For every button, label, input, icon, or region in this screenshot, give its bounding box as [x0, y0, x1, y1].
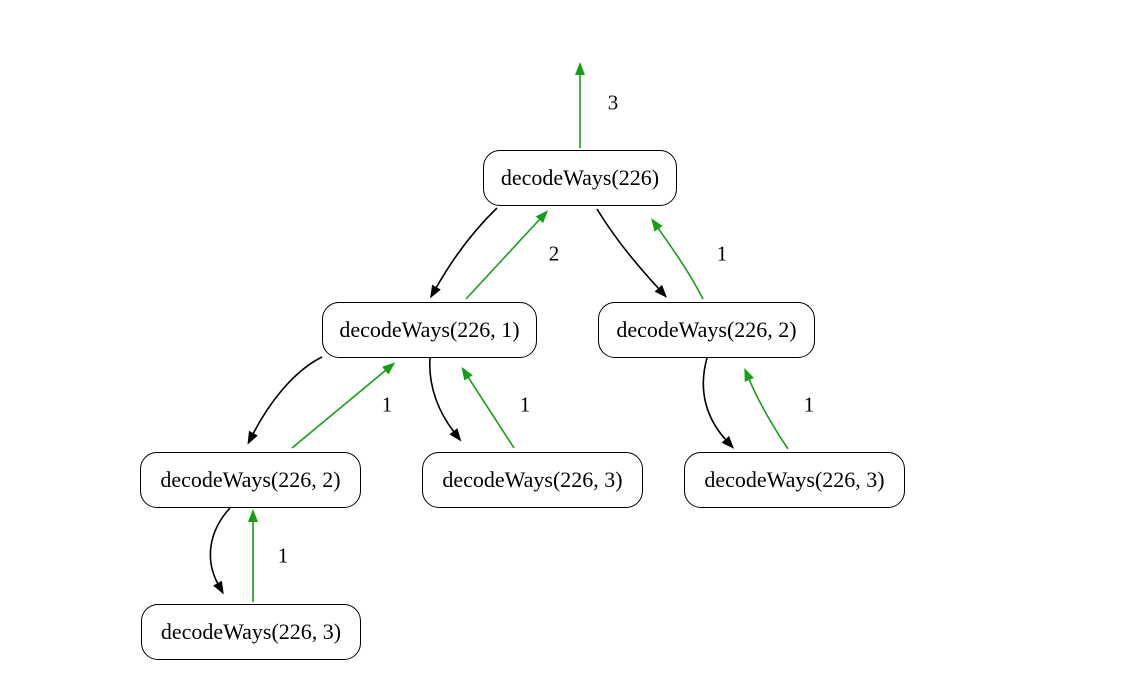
node-decodeways-226-1: decodeWays(226, 1): [322, 302, 537, 358]
call-edge-left-226-2-to-226-3: [209, 507, 231, 595]
call-edge-226-1-to-226-3: [429, 357, 462, 442]
return-edge-226-3-to-226-1: [461, 366, 515, 449]
edge-label-return-left-226-2: 1: [381, 392, 393, 417]
return-edge-226-2-to-226-1: [291, 362, 396, 449]
call-edge-226-2-to-226-3: [702, 357, 735, 449]
call-edge-226-1-to-226-2: [247, 356, 323, 445]
edge-label-return-226-1: 2: [548, 241, 560, 266]
node-decodeways-226: decodeWays(226): [483, 150, 677, 206]
node-decodeways-226-2-left: decodeWays(226, 2): [140, 452, 361, 508]
edge-label-return-bottom-226-3: 1: [277, 543, 289, 568]
edge-label-return-middle-226-3: 1: [519, 392, 531, 417]
return-edge-226-2-to-root: [651, 218, 704, 300]
node-decodeways-226-2: decodeWays(226, 2): [598, 302, 815, 358]
node-decodeways-226-3-right: decodeWays(226, 3): [684, 452, 905, 508]
return-edge-226-3-to-226-2: [744, 367, 789, 450]
node-decodeways-226-3-middle: decodeWays(226, 3): [422, 452, 643, 508]
return-edge-226-1-to-root: [465, 210, 549, 300]
call-edge-root-to-226-2: [596, 208, 668, 298]
edge-label-final-return: 3: [607, 90, 619, 115]
edge-label-return-right-226-3: 1: [803, 392, 815, 417]
node-decodeways-226-3-bottom: decodeWays(226, 3): [141, 604, 361, 660]
edge-label-return-226-2: 1: [716, 241, 728, 266]
call-edge-root-to-226-1: [430, 207, 498, 299]
